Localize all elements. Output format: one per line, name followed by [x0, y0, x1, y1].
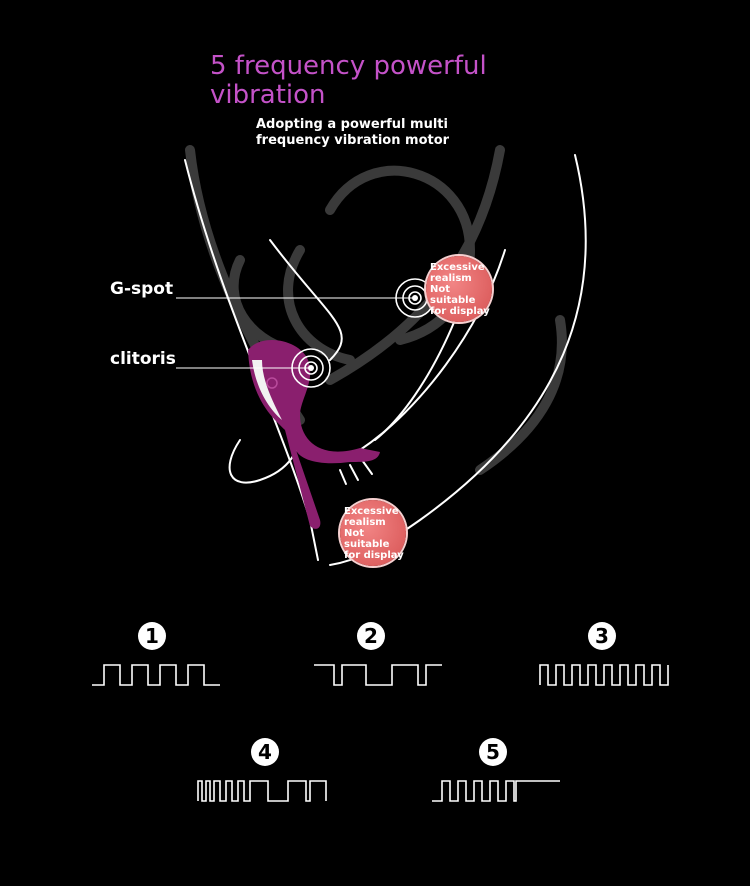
- mode-number-2: 2: [357, 622, 385, 650]
- square-wave-icon: [92, 664, 220, 686]
- page-title: 5 frequency powerful vibration: [210, 51, 487, 110]
- mode-number-3: 3: [588, 622, 616, 650]
- censor-badge-text: Excessive realism Not suitable for displ…: [430, 261, 490, 317]
- mode-number-1: 1: [138, 622, 166, 650]
- mode-number-5: 5: [479, 738, 507, 766]
- censor-badge: Excessive realism Not suitable for displ…: [340, 500, 406, 566]
- device-illustration: [248, 339, 380, 529]
- callout-clitoris: clitoris: [110, 349, 176, 369]
- page-subtitle: Adopting a powerful multi frequency vibr…: [256, 117, 450, 148]
- censor-badge: Excessive realism Not suitable for displ…: [426, 256, 492, 322]
- square-wave-icon: [197, 780, 327, 802]
- square-wave-icon: [314, 664, 442, 686]
- mode-number-4: 4: [251, 738, 279, 766]
- callout-gspot: G-spot: [110, 279, 174, 299]
- square-wave-icon: [432, 780, 560, 802]
- censor-badge-text: Excessive realism Not suitable for displ…: [344, 505, 404, 561]
- square-wave-icon: [539, 664, 669, 686]
